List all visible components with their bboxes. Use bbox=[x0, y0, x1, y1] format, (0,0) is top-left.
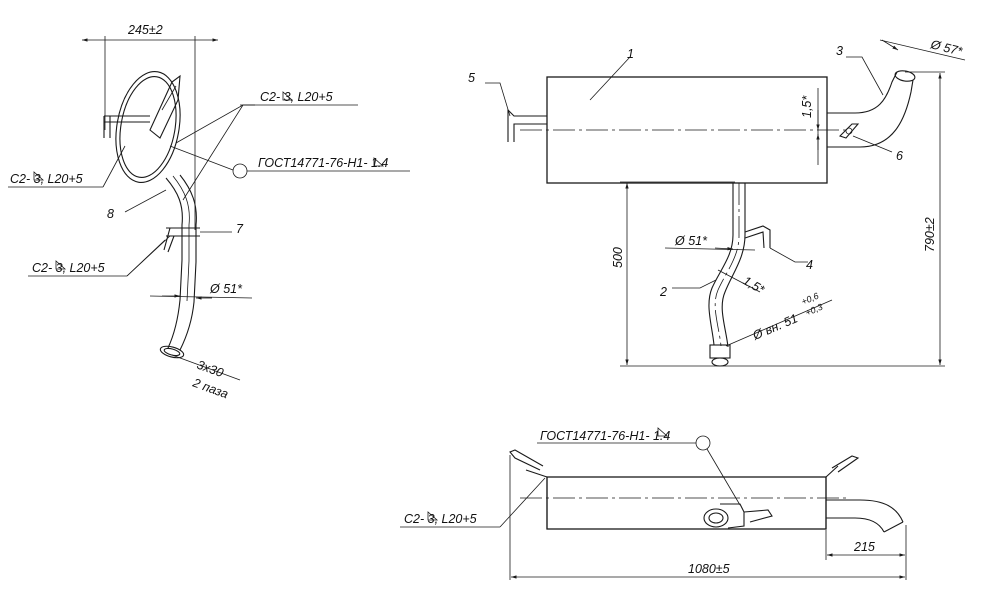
dia-pipe-text: Ø 51* bbox=[209, 282, 243, 296]
end-flare-left bbox=[525, 469, 548, 529]
muffler-end-inner bbox=[119, 76, 177, 178]
weld-bottom-leader-2 bbox=[126, 235, 171, 277]
muffler-end-outer bbox=[115, 71, 181, 183]
dim-215-text: 215 bbox=[853, 540, 875, 554]
dia-inner-text: Ø вн. 51 bbox=[750, 311, 800, 343]
outlet-pipe-end bbox=[894, 70, 916, 82]
gost-leader-top bbox=[706, 448, 741, 506]
gost-circle-top bbox=[695, 435, 711, 451]
side-view: 245±2 C2- 3, L20+5 ГОСТ14771-76-Н1- 1.4 … bbox=[8, 23, 410, 401]
leader-8 bbox=[124, 189, 167, 213]
label-2: 2 bbox=[659, 285, 667, 299]
weld-leader-top bbox=[499, 477, 546, 528]
leader-weld-top bbox=[175, 104, 255, 144]
gost-ref-top-text: ГОСТ14771-76-Н1- 1.4 bbox=[540, 429, 670, 443]
leader-1 bbox=[589, 56, 631, 101]
inlet-pipe-end-inner bbox=[163, 347, 181, 357]
inlet-pipe-2-axis bbox=[714, 183, 740, 347]
dim-arrow bbox=[881, 39, 899, 51]
outlet-pipe-end-top bbox=[883, 521, 904, 533]
inlet-pipe-collar bbox=[709, 344, 731, 359]
outlet-pipe-3-top bbox=[827, 71, 898, 114]
inlet-pipe-end bbox=[159, 345, 185, 359]
weld-top-view-text: C2- 3, L20+5 bbox=[404, 512, 477, 526]
dim-offset-pipe-text: 1,5* bbox=[741, 273, 768, 297]
bracket-6-top bbox=[831, 455, 860, 473]
bracket-5 bbox=[507, 108, 547, 142]
label-5: 5 bbox=[468, 71, 475, 85]
weld-bottom-text: C2- 3, L20+5 bbox=[32, 261, 105, 275]
bracket-6-hole bbox=[845, 127, 853, 135]
weld-triangle-icon bbox=[657, 427, 669, 437]
leader-2 bbox=[672, 279, 717, 289]
outlet-pipe-side bbox=[149, 74, 181, 139]
bracket-4-top bbox=[743, 509, 773, 523]
inlet-pipe-right-edge bbox=[179, 174, 197, 351]
gost-ref-side-text: ГОСТ14771-76-Н1- 1.4 bbox=[258, 156, 388, 170]
weld-top-text: C2- 3, L20+5 bbox=[260, 90, 333, 104]
dim-arrow bbox=[714, 247, 734, 251]
dim-offset-top-text: 1,5* bbox=[800, 95, 814, 118]
dim-line-inner-dia bbox=[725, 299, 833, 347]
cut-count-text: 2 паза bbox=[190, 375, 230, 401]
end-flare-right bbox=[825, 465, 839, 529]
dim-790-text: 790±2 bbox=[923, 217, 937, 252]
dim-line-pipe-offset bbox=[717, 269, 761, 293]
front-view: 1,5* 1 5 3 6 Ø 57* Ø 51* 4 1,5* 2 bbox=[468, 37, 966, 367]
weld-triangle-icon bbox=[373, 157, 385, 167]
bracket-7-side bbox=[163, 227, 200, 253]
inlet-pipe-2-right bbox=[721, 183, 746, 348]
outlet-pipe-line bbox=[161, 85, 177, 111]
bracket-5-top bbox=[509, 449, 544, 471]
inlet-pipe-center bbox=[172, 175, 190, 302]
outlet-pipe-3-bottom bbox=[827, 79, 914, 148]
top-view: ГОСТ14771-76-Н1- 1.4 C2- 3, L20+5 215 10… bbox=[400, 427, 907, 580]
label-4: 4 bbox=[806, 258, 813, 272]
inlet-pipe-end bbox=[711, 357, 729, 367]
muffler-body-top bbox=[546, 476, 827, 530]
bracket-5-side bbox=[103, 115, 150, 138]
gost-circle-side bbox=[232, 163, 248, 179]
dim-width-text: 245±2 bbox=[127, 23, 163, 37]
label-8: 8 bbox=[107, 207, 114, 221]
inlet-pipe-left-edge bbox=[165, 177, 183, 349]
leader-6 bbox=[852, 135, 893, 153]
dim-line-dia-51-front bbox=[664, 247, 756, 251]
bracket-6 bbox=[838, 123, 860, 139]
dia-inlet-text: Ø 51* bbox=[674, 234, 708, 248]
dim-length-text: 1080±5 bbox=[688, 562, 730, 576]
label-3: 3 bbox=[836, 44, 843, 58]
leader-cut bbox=[171, 354, 241, 381]
leader-4 bbox=[769, 247, 808, 263]
dim-line-dia-57 bbox=[879, 39, 966, 61]
weld-triangle-icon bbox=[33, 171, 45, 181]
leader-5 bbox=[485, 82, 511, 117]
leader-3 bbox=[846, 56, 884, 96]
inlet-collar-inner bbox=[708, 512, 724, 524]
label-7: 7 bbox=[236, 222, 244, 236]
outlet-pipe-top-a bbox=[826, 499, 904, 523]
weld-triangle-icon bbox=[55, 260, 67, 270]
leader-weld-top-2 bbox=[182, 104, 255, 201]
weld-left-text: C2- 3, L20+5 bbox=[10, 172, 83, 186]
outlet-pipe-top-b bbox=[826, 517, 885, 533]
label-6: 6 bbox=[896, 149, 903, 163]
bracket-4 bbox=[744, 225, 771, 249]
gost-leader-side bbox=[169, 145, 234, 171]
weld-triangle-icon bbox=[282, 91, 294, 101]
inlet-pipe-2-left bbox=[708, 183, 734, 346]
weld-left-leader bbox=[102, 145, 126, 188]
weld-triangle-icon bbox=[427, 511, 439, 521]
label-1: 1 bbox=[627, 47, 634, 61]
dim-500-text: 500 bbox=[611, 247, 625, 268]
inlet-collar-top bbox=[703, 508, 729, 528]
